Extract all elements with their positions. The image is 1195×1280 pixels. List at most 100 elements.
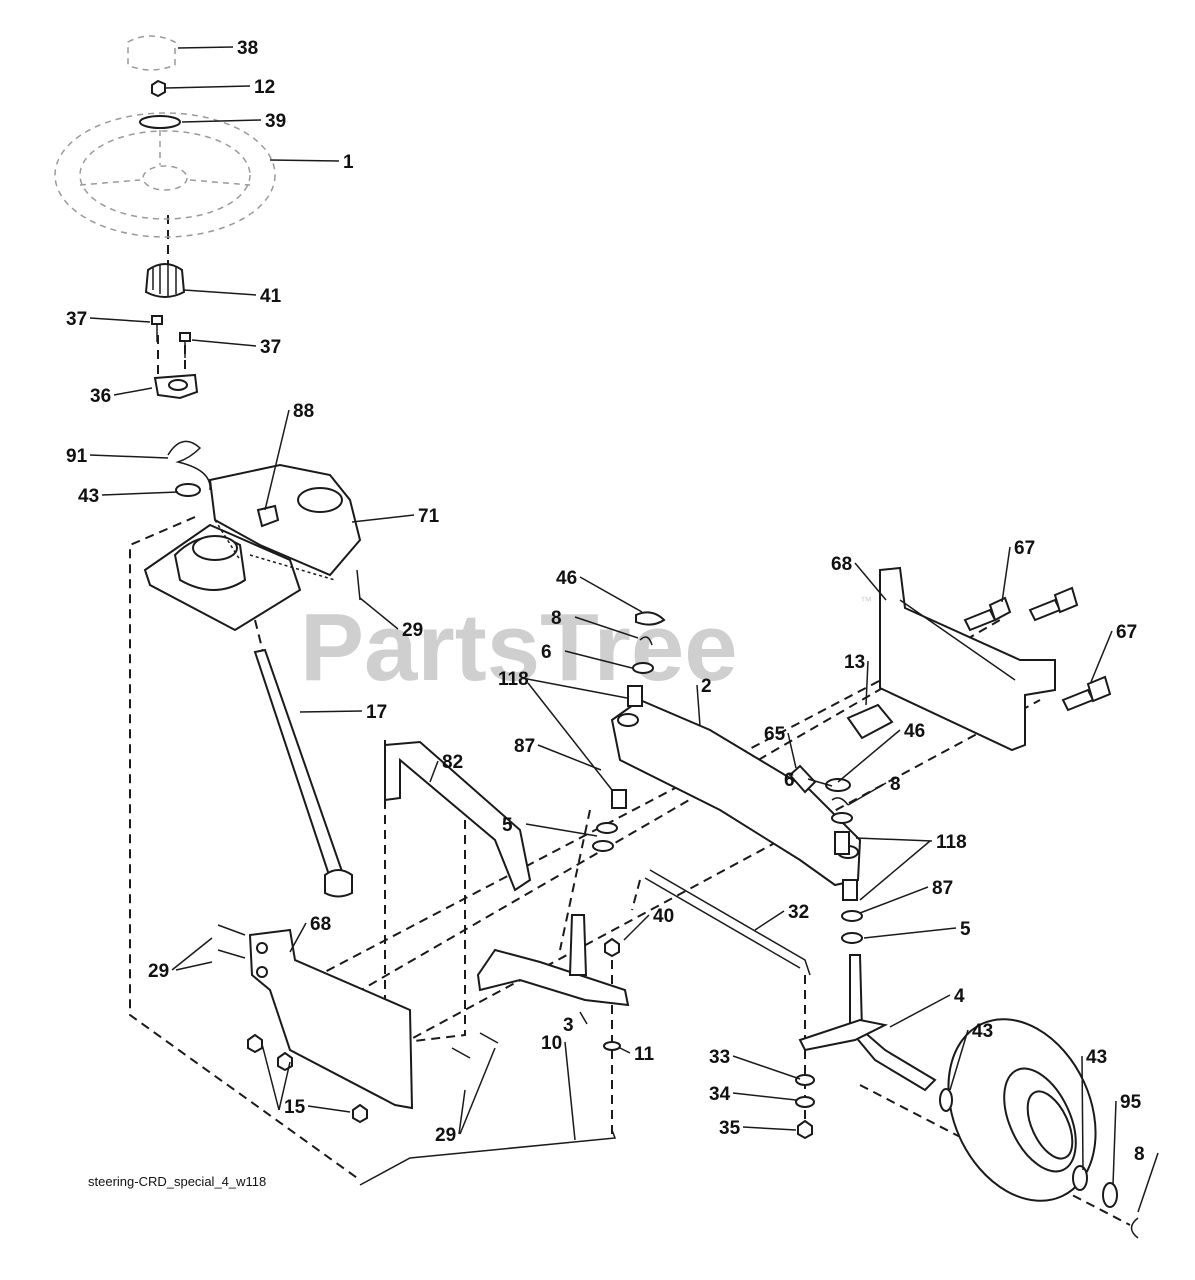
leader-line [1137,1152,1159,1213]
callout-label: 37 [66,309,87,330]
callout-label: 8 [890,774,901,795]
callout-label: 36 [90,386,111,407]
callout-label: 6 [541,642,552,663]
leader-line [949,1029,969,1091]
leader-line [696,684,701,727]
callout-label: 43 [1086,1047,1107,1068]
callout-label: 34 [709,1084,731,1105]
watermark: PartsTree [300,594,738,701]
frame-plate-right [879,566,1056,752]
callout-label: 95 [1120,1092,1142,1113]
steering-cap [127,35,176,71]
leader-line [359,597,399,630]
leader-lines [89,46,1159,1213]
washer [795,1096,815,1108]
leader-line [1081,1055,1084,1171]
callout-label: 29 [148,961,169,982]
leader-line [623,914,650,941]
drag-link [359,1129,617,1186]
leader-line [264,409,290,511]
callout-label: 41 [260,286,282,307]
washer [175,483,201,497]
leader-line [732,1055,801,1080]
callout-label: 46 [556,568,577,589]
leader-line [889,994,951,1028]
leader-line [1090,630,1113,683]
shaft-bracket [153,373,199,400]
callout-label: 2 [701,676,712,697]
leader-line [351,514,415,523]
leader-line [183,289,257,296]
leader-line [525,823,598,837]
nut [797,1119,813,1140]
clip [1130,1217,1139,1239]
leader-line [579,576,643,613]
leader-line [458,1089,466,1135]
callout-label: 32 [788,902,809,923]
nut [151,79,166,98]
bolts [217,924,246,959]
leader-line [855,837,933,842]
callout-label: 68 [831,554,852,575]
leader-line [574,616,639,639]
leader-line [754,910,785,931]
spacer-tube [846,703,894,740]
callout-label: 87 [514,736,535,757]
leader-line [261,1043,280,1111]
washer [1102,1182,1118,1208]
leader-line [527,682,613,791]
callout-label: 40 [653,906,674,927]
callout-label: 118 [498,669,529,690]
callout-label: 11 [634,1044,655,1065]
callout-label: 88 [293,401,314,422]
callout-label: 15 [284,1097,306,1118]
leader-line [1112,1100,1117,1186]
leader-line [307,1105,351,1113]
callout-label: 29 [435,1125,456,1146]
leader-line [787,732,797,769]
leader-line [459,1047,496,1135]
callout-label: 65 [764,724,786,745]
washer [795,1074,815,1086]
washer [939,1088,953,1112]
leader-line [191,339,257,347]
leader-line [854,562,887,601]
leader-line [289,922,307,953]
leader-line [619,1047,631,1054]
leader-line [537,744,602,771]
leader-line [837,729,901,783]
leader-line [807,778,833,787]
front-axle [610,698,862,887]
diagram-caption: steering-CRD_special_4_w118 [88,1174,266,1189]
callout-label: 8 [1134,1144,1145,1165]
leader-line [177,46,234,49]
callout-label: 10 [541,1033,562,1054]
callout-label: 12 [254,77,275,98]
callout-label: 67 [1014,538,1035,559]
tire-icon [947,1018,1097,1202]
callout-label: 8 [551,608,562,629]
leader-line [299,710,363,713]
leader-line [113,387,153,396]
callout-label: 35 [719,1118,741,1139]
callout-label: 46 [904,721,925,742]
steering-gear-icon [143,463,362,632]
leader-line [859,886,929,914]
steering-adapter [144,263,186,298]
bushing [788,764,817,794]
leader-line [278,1061,291,1111]
callout-label: 17 [366,702,387,723]
callout-label: 5 [960,919,971,940]
callout-label: 6 [784,770,795,791]
washer [139,115,181,129]
callout-label: 37 [260,337,281,358]
watermark-trademark: ™ [860,594,872,608]
callout-label: 29 [402,620,423,641]
callout-label: 39 [265,111,286,132]
leader-line [859,840,931,901]
callout-label: 1 [343,152,354,173]
leader-line [865,660,869,706]
clip [167,440,211,491]
callout-label: 13 [844,652,865,673]
